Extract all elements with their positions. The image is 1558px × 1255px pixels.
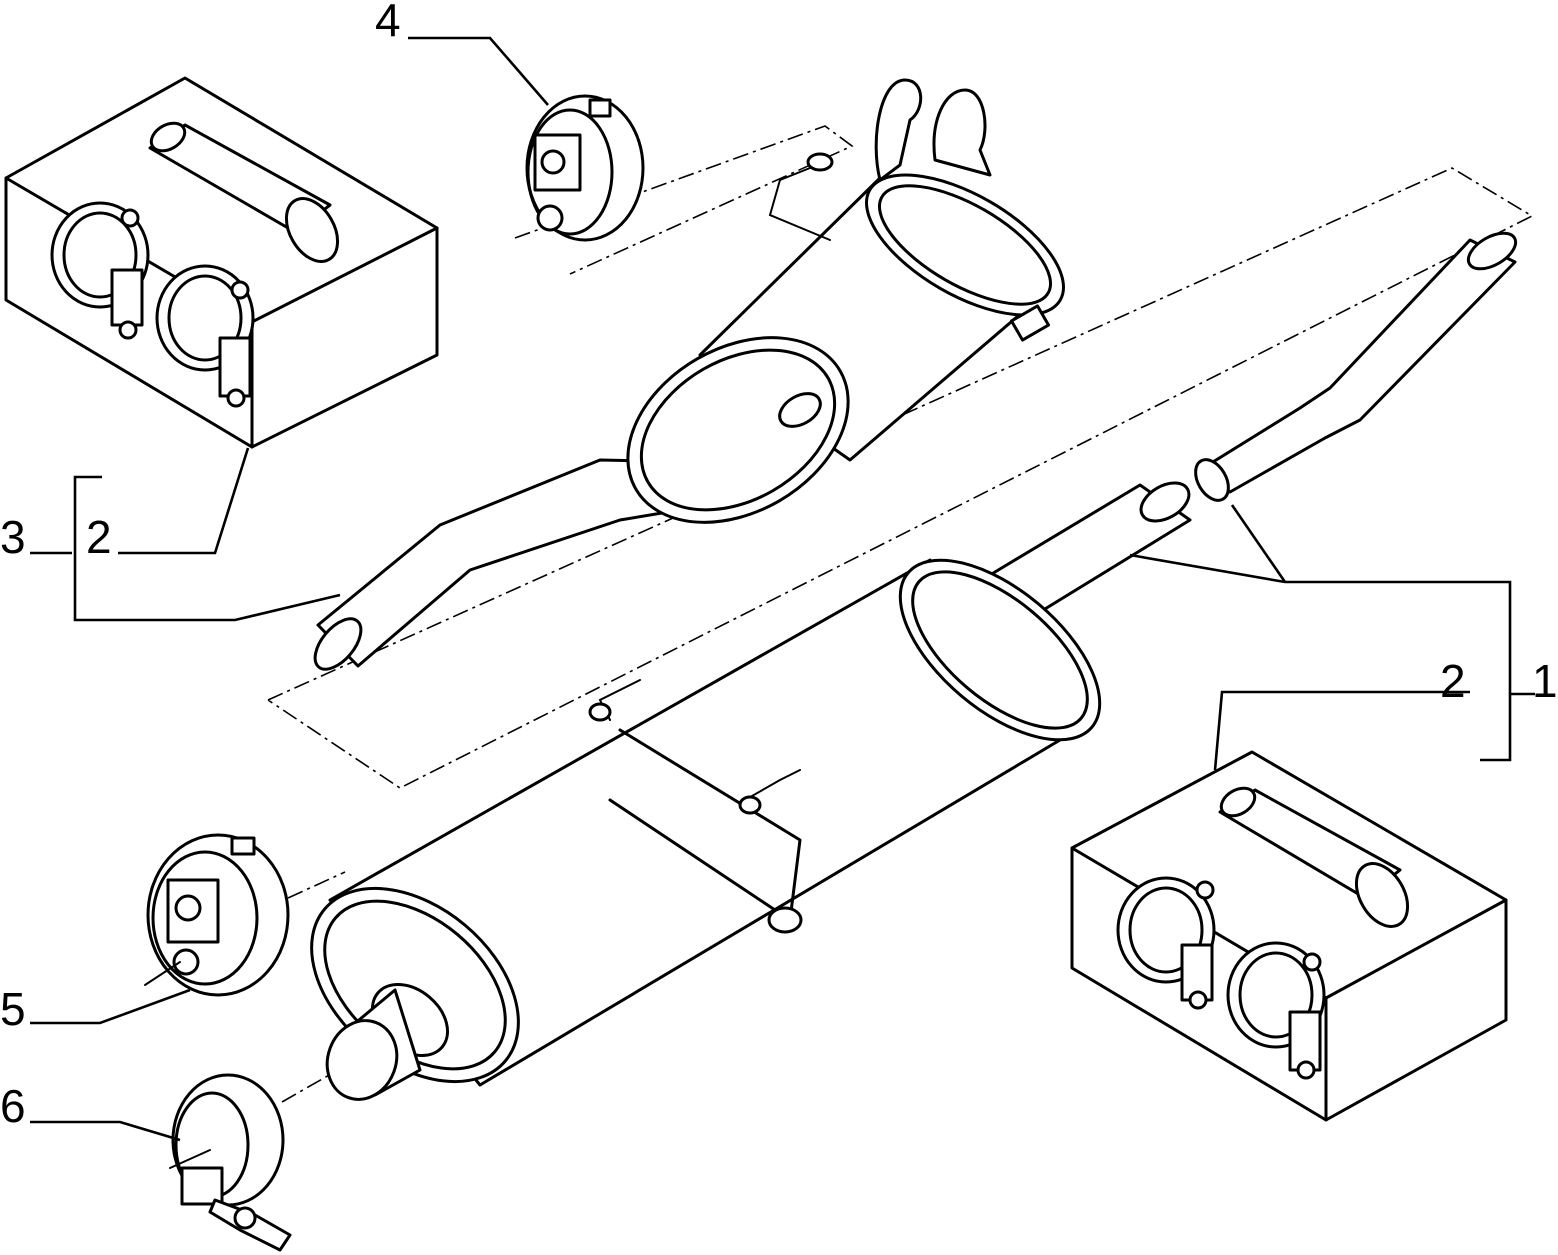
callout-2-left: 2 xyxy=(86,511,112,563)
main-silencer xyxy=(310,481,1192,1101)
rubber-mount-4 xyxy=(525,94,645,242)
callout-1: 1 xyxy=(1532,655,1558,707)
callout-5: 5 xyxy=(0,983,26,1035)
rubber-mount-5 xyxy=(146,833,290,997)
callout-2-right: 2 xyxy=(1440,655,1466,707)
callout-4: 4 xyxy=(375,0,401,46)
front-pipe xyxy=(1194,231,1518,502)
callout-6: 6 xyxy=(0,1080,26,1132)
clamp-kit-box-right xyxy=(1070,750,1508,1122)
callout-3: 3 xyxy=(0,511,26,563)
rear-silencer xyxy=(626,78,1065,524)
clamp-kit-box-left xyxy=(4,76,439,449)
leader-lines xyxy=(30,36,1535,1169)
clamp-6 xyxy=(171,1073,292,1252)
